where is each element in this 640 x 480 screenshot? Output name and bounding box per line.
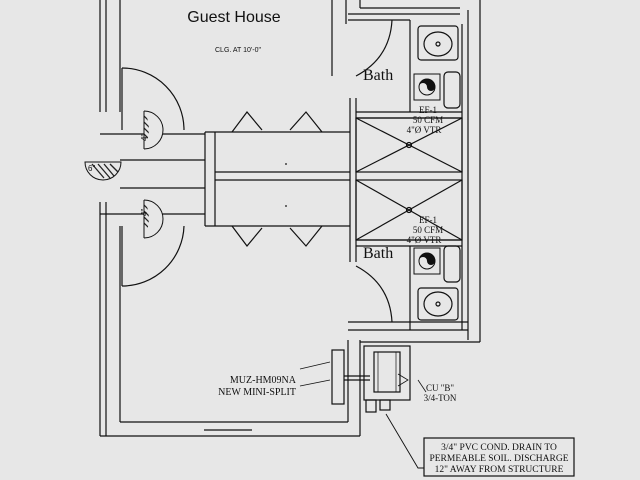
ceiling-note: CLG. AT 10'-0" — [215, 47, 261, 54]
drain-note-box — [423, 437, 575, 477]
fan-tag-bottom: EF-1 — [419, 215, 437, 225]
condenser-size: 3/4-TON — [424, 393, 457, 403]
ceiling-marker — [285, 163, 287, 165]
bifold-door-bottom-left — [231, 225, 263, 247]
bifold-door-top-left — [231, 111, 263, 133]
bath-door-swing-top — [355, 19, 393, 77]
fan-vent-top: 4"Ø VTR — [407, 125, 442, 135]
bath-label-top: Bath — [363, 67, 393, 84]
shower-bottom — [355, 179, 463, 241]
toilet-tank-bottom — [443, 245, 461, 283]
condenser-leader — [417, 379, 427, 393]
drain-note-line-1: 3/4" PVC COND. DRAIN TO — [441, 443, 557, 453]
door-dimension-bottom-label: 4" — [140, 209, 149, 216]
exhaust-fan-top — [413, 73, 441, 101]
fan-tag-top: EF-1 — [419, 105, 437, 115]
exterior-walls — [99, 0, 361, 437]
door-swing-top — [121, 67, 185, 131]
door-dimension-top-label: 4" — [140, 134, 149, 141]
fan-cfm-bottom: 50 CFM — [413, 225, 443, 235]
bath-label-bottom: Bath — [363, 245, 393, 262]
mini-split-unit — [299, 349, 370, 405]
plan-title: Guest House — [187, 9, 280, 26]
drain-leader — [385, 413, 424, 469]
fan-vent-bottom: 4"Ø VTR — [407, 235, 442, 245]
shower-top — [355, 117, 463, 173]
condenser-unit — [363, 345, 411, 413]
drain-note-line-2: PERMEABLE SOIL. DISCHARGE — [429, 454, 568, 464]
entry-corridor — [100, 131, 350, 227]
toilet-tank-top — [443, 71, 461, 109]
condenser-tag: CU "B" — [426, 383, 454, 393]
drain-note-line-3: 12" AWAY FROM STRUCTURE — [435, 465, 564, 475]
exhaust-fan-bottom — [413, 247, 441, 275]
jamb-dimension-label: 6" — [88, 164, 95, 173]
upper-walls — [331, 0, 460, 76]
bifold-door-top-right — [289, 111, 323, 133]
bath-door-swing-bottom — [355, 265, 393, 323]
ceiling-marker — [285, 205, 287, 207]
door-dimension-top — [143, 110, 164, 150]
jamb-dimension — [84, 161, 122, 181]
bifold-door-bottom-right — [289, 225, 323, 247]
mini-split-note: NEW MINI-SPLIT — [218, 387, 296, 398]
door-swing-bottom — [121, 225, 185, 287]
sink-top — [417, 25, 459, 61]
mini-split-model: MUZ-HM09NA — [230, 375, 297, 386]
sink-bottom — [417, 287, 459, 321]
fan-cfm-top: 50 CFM — [413, 115, 443, 125]
door-dimension-bottom — [143, 199, 164, 239]
